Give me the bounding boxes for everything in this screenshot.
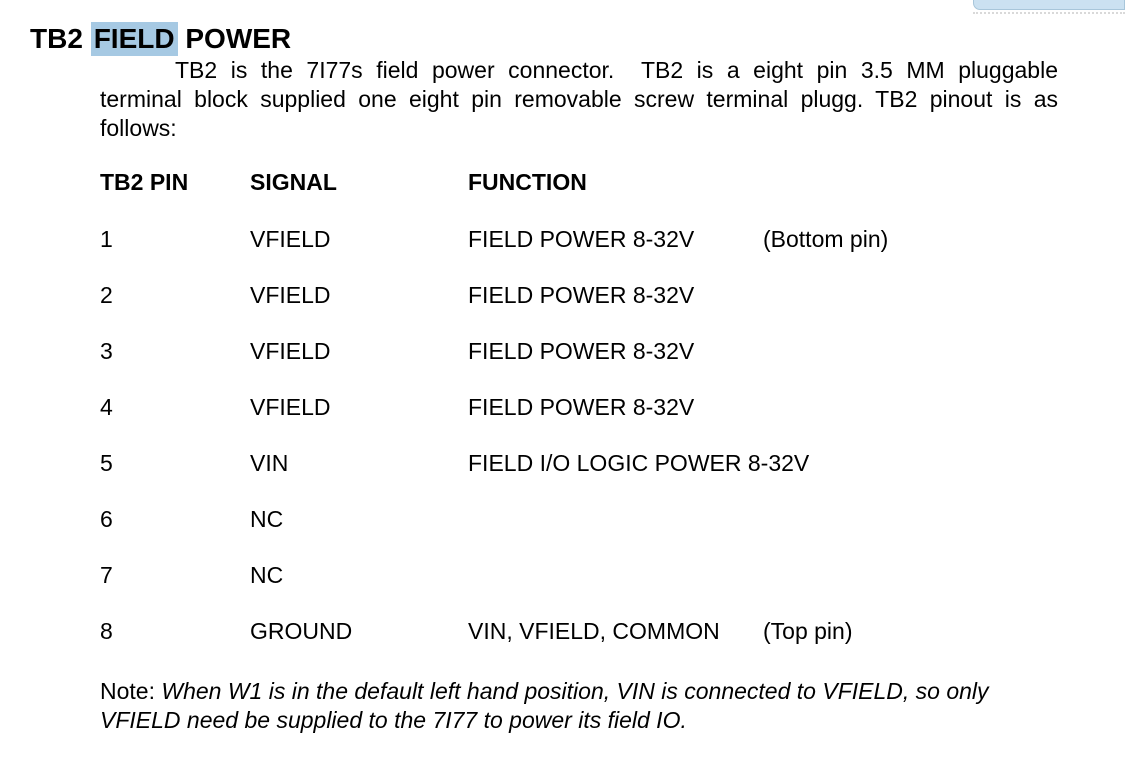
pin-function-text: VIN, VFIELD, COMMON (468, 618, 720, 644)
intro-paragraph: TB2 is the 7I77s field power connector. … (100, 56, 1058, 143)
pin-number: 2 (100, 282, 113, 308)
pin-signal: NC (250, 562, 284, 588)
pin-function: FIELD POWER 8-32V (468, 395, 1080, 419)
intro-line: terminal block supplied one eight pin re… (100, 86, 1058, 112)
section-title-prefix: TB2 (30, 22, 91, 54)
table-row: 1 VFIELD FIELD POWER 8-32V (Bottom pin) (100, 227, 1080, 251)
table-row: 4 VFIELD FIELD POWER 8-32V (100, 395, 1080, 419)
intro-line: TB2 is the 7I77s field power connector. … (175, 57, 1058, 83)
pin-function-note: (Top pin) (763, 618, 853, 644)
pin-function-text: FIELD I/O LOGIC POWER 8-32V (468, 450, 810, 476)
pin-function: FIELD POWER 8-32V (Bottom pin) (468, 227, 1080, 251)
footnote-text: When W1 is in the default left hand posi… (100, 678, 989, 733)
pin-signal: VFIELD (250, 282, 331, 308)
pin-function-text: FIELD POWER 8-32V (468, 226, 695, 252)
footnote: Note: When W1 is in the default left han… (100, 677, 1065, 735)
pin-function (468, 507, 1080, 531)
pin-number: 8 (100, 618, 113, 644)
table-row: 5 VIN FIELD I/O LOGIC POWER 8-32V (100, 451, 1080, 475)
pin-function: VIN, VFIELD, COMMON (Top pin) (468, 619, 1080, 643)
table-header-row: TB2 PIN SIGNAL FUNCTION (100, 170, 1080, 194)
pin-number: 7 (100, 562, 113, 588)
pin-signal: NC (250, 506, 284, 532)
table-row: 8 GROUND VIN, VFIELD, COMMON (Top pin) (100, 619, 1080, 643)
pin-number: 1 (100, 226, 113, 252)
header-pin: TB2 PIN (100, 169, 189, 195)
pin-signal: VFIELD (250, 226, 331, 252)
pin-function: FIELD POWER 8-32V (468, 283, 1080, 307)
intro-line: follows: (100, 115, 177, 141)
header-function: FUNCTION (468, 169, 587, 195)
pin-number: 6 (100, 506, 113, 532)
pin-signal: VFIELD (250, 338, 331, 364)
find-bar-fragment[interactable] (973, 0, 1125, 10)
find-bar-fragment-dotted-edge (973, 12, 1125, 14)
pin-signal: VFIELD (250, 394, 331, 420)
pin-function-note: (Bottom pin) (763, 226, 889, 252)
table-row: 7 NC (100, 563, 1080, 587)
table-row: 3 VFIELD FIELD POWER 8-32V (100, 339, 1080, 363)
footnote-label: Note: (100, 678, 155, 704)
search-highlighted-word: FIELD (90, 21, 178, 56)
pin-signal: VIN (250, 450, 289, 476)
section-title-suffix: POWER (177, 22, 292, 54)
pin-function (468, 563, 1080, 587)
pin-function-text: FIELD POWER 8-32V (468, 338, 695, 364)
pin-number: 5 (100, 450, 113, 476)
table-row: 2 VFIELD FIELD POWER 8-32V (100, 283, 1080, 307)
pin-function-text: FIELD POWER 8-32V (468, 282, 695, 308)
pin-function: FIELD I/O LOGIC POWER 8-32V (468, 451, 1080, 475)
section-title: TB2 FIELD POWER (30, 21, 292, 56)
pin-number: 4 (100, 394, 113, 420)
table-row: 6 NC (100, 507, 1080, 531)
pin-signal: GROUND (250, 618, 353, 644)
pin-function-text: FIELD POWER 8-32V (468, 394, 695, 420)
pinout-table: TB2 PIN SIGNAL FUNCTION 1 VFIELD FIELD P… (100, 170, 1080, 675)
pin-number: 3 (100, 338, 113, 364)
header-signal: SIGNAL (250, 169, 337, 195)
pin-function: FIELD POWER 8-32V (468, 339, 1080, 363)
